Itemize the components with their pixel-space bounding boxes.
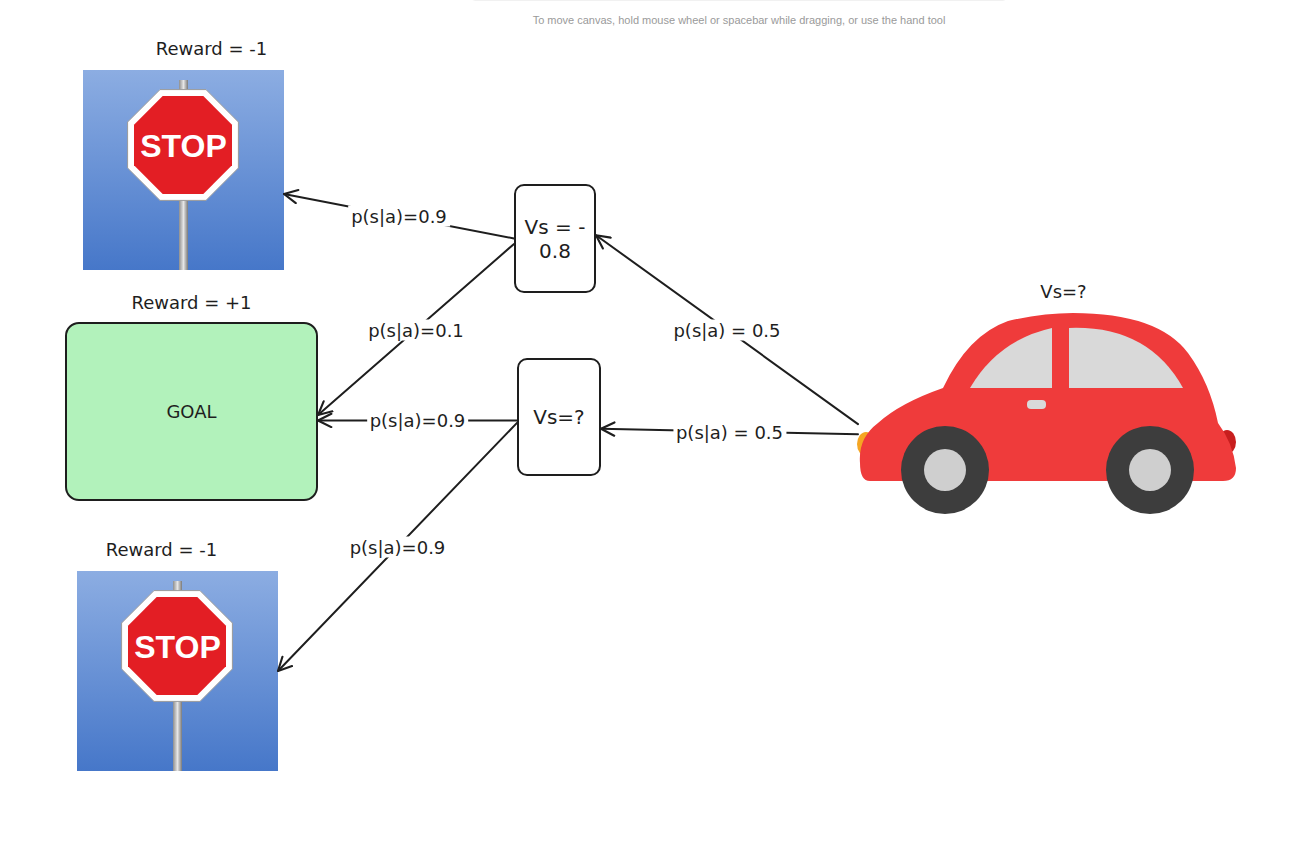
stop-state: Reward = -1STOP: [77, 571, 278, 771]
state-box: Vs = - 0.8: [514, 184, 596, 293]
reward-label: Reward = +1: [131, 292, 251, 313]
probability-label: p(s|a)=0.9: [348, 206, 450, 227]
stop-state: Reward = -1STOP: [83, 70, 284, 270]
value-text: Vs=?: [533, 405, 584, 429]
reward-label: Reward = -1: [106, 539, 218, 560]
stop-sign-picture: [77, 571, 278, 771]
value-label: Vs=?: [1040, 281, 1086, 302]
probability-label: p(s|a) = 0.5: [670, 319, 783, 340]
car-picture: [857, 313, 1236, 514]
probability-label: p(s|a)=0.1: [365, 319, 467, 340]
car-state: Vs=?: [858, 313, 1237, 515]
probability-label: p(s|a)=0.9: [367, 410, 469, 431]
goal-state: Reward = +1GOAL: [65, 322, 318, 501]
transition-arrow: [284, 194, 514, 239]
sign-text: STOP: [140, 128, 227, 165]
transition-arrow: [318, 244, 514, 415]
value-text: Vs = - 0.8: [522, 215, 588, 263]
canvas-hint: To move canvas, hold mouse wheel or spac…: [533, 14, 946, 26]
state-box: Vs=?: [517, 358, 601, 476]
stop-sign-picture: [83, 70, 284, 270]
probability-label: p(s|a)=0.9: [347, 536, 449, 557]
sign-text: STOP: [134, 629, 221, 666]
probability-label: p(s|a) = 0.5: [673, 421, 786, 442]
reward-label: Reward = -1: [156, 38, 268, 59]
transition-arrow: [596, 235, 858, 424]
goal-text: GOAL: [166, 401, 216, 422]
